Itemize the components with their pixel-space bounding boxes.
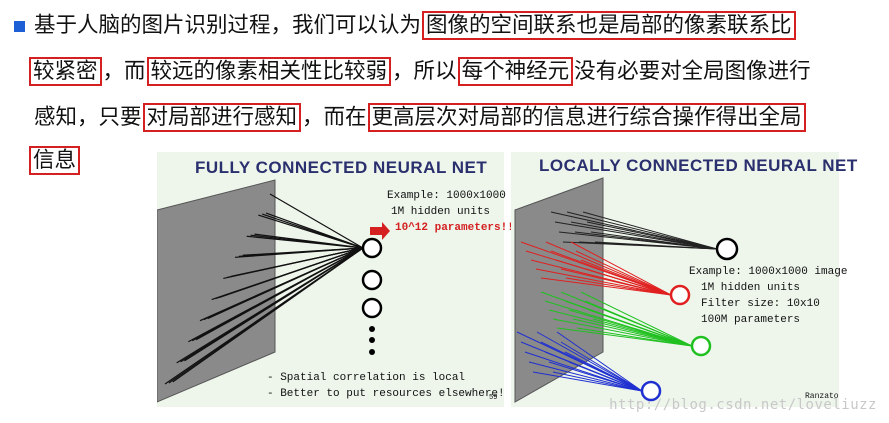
hidden-unit <box>361 269 383 291</box>
connection-line <box>230 247 364 277</box>
connection-line <box>540 277 672 296</box>
connection-line <box>552 318 693 347</box>
connection-line <box>568 361 643 392</box>
connection-line <box>195 247 364 341</box>
input-image <box>515 178 603 402</box>
connection-line <box>588 309 693 347</box>
connection-line <box>580 259 672 296</box>
connection-line <box>585 268 672 296</box>
connection-line <box>219 247 364 299</box>
example-text: Example: 1000x1000 image <box>689 266 848 278</box>
connection-line <box>528 361 643 392</box>
parameter-count: 10^12 parameters!!! <box>395 222 521 234</box>
connection-line <box>584 300 693 347</box>
example-text: 1M hidden units <box>701 282 801 294</box>
connection-line <box>556 327 693 347</box>
connection-line <box>532 371 643 392</box>
highlight-box: 信息 <box>29 146 81 175</box>
connection-line <box>254 233 364 249</box>
connection-line <box>207 247 364 320</box>
paragraph: 基于人脑的图片识别过程，我们可以认为图像的空间联系也是局部的像素联系比 较紧密，… <box>0 0 889 180</box>
connection-line <box>592 318 693 347</box>
connection-line <box>576 327 693 347</box>
connection-line <box>556 331 643 392</box>
text-line-4: 信息 <box>28 143 81 179</box>
connection-line <box>575 250 672 296</box>
page-number: 59 <box>489 394 498 402</box>
bullet-text: - Better to put resources elsewhere! <box>267 388 505 400</box>
connection-line <box>570 241 672 296</box>
connection-line <box>552 371 643 392</box>
text-segment: 基于人脑的图片识别过程，我们可以认为 <box>34 13 422 38</box>
fully-connected-diagram <box>157 179 390 403</box>
hidden-unit <box>361 297 383 319</box>
connection-line <box>560 268 672 296</box>
hidden-unit <box>361 237 383 259</box>
connection-line <box>172 247 364 383</box>
example-text: 1M hidden units <box>391 206 491 218</box>
text-segment: 感知，只要 <box>34 105 142 130</box>
example-text: Example: 1000x1000 image <box>387 190 546 202</box>
input-image <box>157 180 275 402</box>
connection-line <box>184 247 364 362</box>
hidden-unit-red <box>669 284 691 306</box>
connection-line <box>564 351 643 392</box>
connection-line <box>572 318 693 347</box>
bullet-square-icon <box>14 21 25 32</box>
connection-line <box>580 291 693 347</box>
parameter-count: 100M parameters <box>701 314 801 326</box>
text-segment: ，所以 <box>392 59 457 84</box>
text-segment: ，而 <box>102 59 146 84</box>
locally-connected-slide: LOCALLY CONNECTED NEURAL NET Example: 10… <box>511 152 857 407</box>
connection-line <box>535 268 672 296</box>
highlight-box: 更高层次对局部的信息进行综合操作得出全局 <box>367 103 806 132</box>
text-segment: 没有必要对全局图像进行 <box>574 59 811 84</box>
hidden-unit <box>715 237 739 261</box>
highlight-box: 图像的空间联系也是局部的像素联系比 <box>422 11 796 40</box>
highlight-box: 每个神经元 <box>457 57 574 86</box>
text-line-3: 感知，只要对局部进行感知，而在更高层次对局部的信息进行综合操作得出全局 <box>34 100 807 136</box>
connection-line <box>545 241 672 296</box>
text-segment: ，而在 <box>302 105 367 130</box>
connection-line <box>536 331 643 392</box>
connection-line <box>242 247 364 256</box>
connection-line <box>269 193 364 249</box>
highlight-box: 对局部进行感知 <box>142 103 302 132</box>
connection-line <box>594 241 718 250</box>
ellipsis-dot <box>369 337 375 343</box>
connection-line <box>566 211 718 250</box>
connection-line <box>586 221 718 250</box>
highlight-box: 较远的像素相关性比较弱 <box>146 57 392 86</box>
connection-line <box>560 341 643 392</box>
connection-line <box>582 211 718 250</box>
ellipsis-dot <box>369 326 375 332</box>
hidden-unit-green <box>690 335 712 357</box>
connection-line <box>265 212 364 249</box>
hidden-unit-blue <box>640 380 662 402</box>
arrow-right-icon <box>370 222 390 240</box>
connection-line <box>570 221 718 250</box>
slide-title: LOCALLY CONNECTED NEURAL NET <box>539 156 858 175</box>
text-line-1: 基于人脑的图片识别过程，我们可以认为图像的空间联系也是局部的像素联系比 <box>34 8 797 44</box>
locally-connected-diagram <box>514 177 739 403</box>
connection-line <box>565 277 672 296</box>
author-label: Ranzato <box>805 392 839 401</box>
bullet-text: - Spatial correlation is local <box>267 372 466 384</box>
ellipsis-dot <box>369 349 375 355</box>
slide-title: FULLY CONNECTED NEURAL NET <box>195 158 488 177</box>
example-text: Filter size: 10x10 <box>701 298 820 310</box>
fully-connected-slide: FULLY CONNECTED NEURAL NET Example: 1000… <box>157 152 545 407</box>
text-line-2: 较紧密，而较远的像素相关性比较弱，所以每个神经元没有必要对全局图像进行 <box>28 54 811 90</box>
connection-line <box>548 361 643 392</box>
watermark-url: http://blog.csdn.net/loveliuzz <box>609 397 877 413</box>
connection-line <box>590 231 718 250</box>
highlight-box: 较紧密 <box>29 57 102 86</box>
